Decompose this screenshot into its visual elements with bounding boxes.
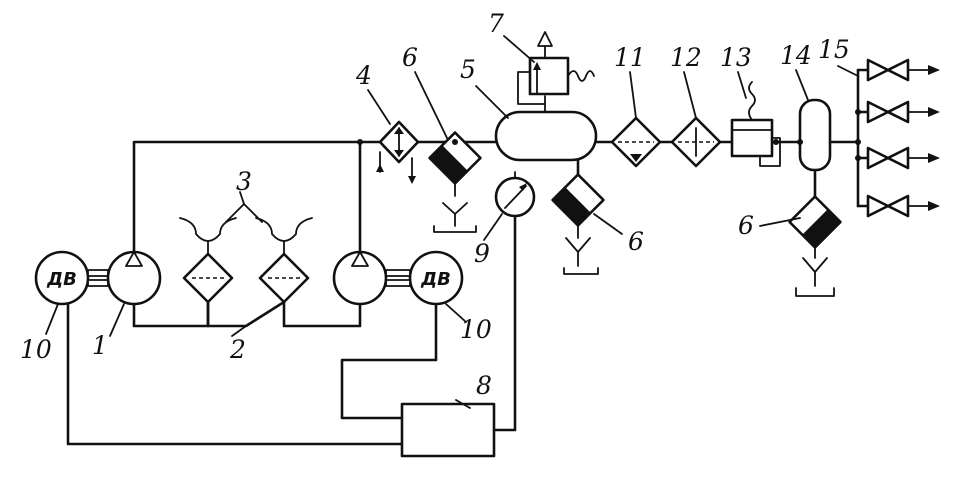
label-7: 7: [488, 9, 504, 38]
label-2: 2: [229, 335, 246, 364]
filter-2-left: [182, 252, 234, 304]
valve-15-2: [866, 100, 940, 124]
leader-lines: [45, 35, 859, 409]
receiver-tank-icon: [798, 98, 832, 172]
label-6-middle: 6: [628, 227, 644, 256]
valve-icon: [866, 194, 910, 218]
valve-15-3: [866, 146, 940, 170]
valve-icon: [866, 146, 910, 170]
coupling-left: [87, 269, 109, 287]
filter-11: [610, 116, 662, 168]
coupling-right: [385, 269, 411, 287]
valve-icon: [730, 118, 774, 158]
safety-valve-7: [517, 31, 595, 113]
pump-icon: [106, 250, 162, 306]
separator-6-left: [428, 131, 482, 233]
manifold-nodes: [357, 109, 861, 161]
regulator-13: [730, 81, 781, 167]
label-14: 14: [780, 41, 812, 70]
valve-15-1: [866, 58, 940, 82]
label-5: 5: [460, 55, 476, 84]
electric-motor-icon: [34, 250, 90, 306]
label-4: 4: [355, 61, 372, 90]
pump-icon: [332, 250, 388, 306]
label-8: 8: [476, 371, 492, 400]
label-13: 13: [720, 43, 752, 72]
separator-6-middle: [551, 173, 605, 275]
motor-label-left: ДВ: [46, 269, 77, 290]
label-10-left: 10: [20, 335, 52, 364]
receiver-5: [494, 110, 598, 162]
callout-labels: 1 2 3 4 5 6 6 6 7 8 9 10 10 11 12 13 14 …: [20, 9, 850, 400]
label-11: 11: [614, 43, 646, 72]
filter-2-right: [258, 252, 310, 304]
label-6-left: 6: [402, 43, 418, 72]
label-1: 1: [92, 331, 108, 360]
heat-exchanger-4: [376, 120, 420, 184]
valve-icon: [866, 58, 910, 82]
label-9: 9: [474, 239, 490, 268]
label-15: 15: [818, 35, 850, 64]
separator-6-right: [788, 195, 842, 297]
motor-right: ДВ: [408, 250, 464, 306]
motor-left: ДВ: [34, 250, 90, 306]
pressure-gauge-9: [494, 171, 536, 218]
motor-label-right: ДВ: [420, 269, 451, 290]
label-12: 12: [670, 43, 702, 72]
valve-icon: [866, 100, 910, 124]
valve-15-4: [866, 194, 940, 218]
pump-left: [106, 250, 162, 306]
intakes-3: [179, 203, 313, 255]
filter-12: [670, 116, 722, 168]
tank-14: [797, 98, 832, 172]
control-unit-8: [400, 402, 496, 458]
electric-motor-icon: [408, 250, 464, 306]
label-10-right: 10: [460, 315, 492, 344]
control-unit-icon: [400, 402, 496, 458]
valve-icon: [528, 56, 570, 96]
pump-right: [332, 250, 388, 306]
label-6-right: 6: [738, 211, 754, 240]
receiver-tank-icon: [494, 110, 598, 162]
label-3: 3: [236, 167, 252, 196]
